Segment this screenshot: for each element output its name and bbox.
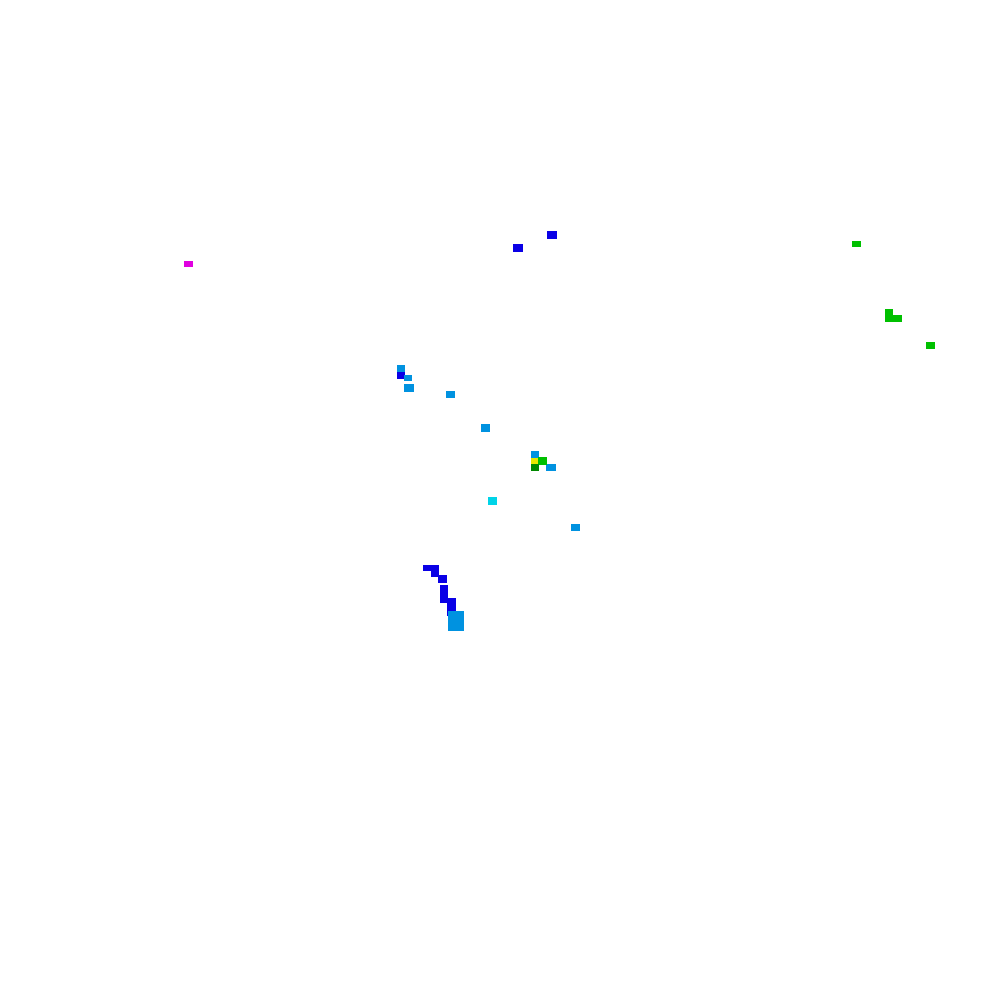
green-cell bbox=[852, 241, 861, 247]
dark-green-cell bbox=[531, 464, 539, 471]
blue-cell bbox=[440, 593, 448, 603]
blue-cell bbox=[547, 231, 557, 239]
green-cell bbox=[885, 309, 893, 317]
green-cell bbox=[538, 457, 547, 465]
blue-cell bbox=[397, 371, 405, 379]
blue-cell bbox=[440, 585, 448, 594]
blue-cell bbox=[438, 575, 447, 583]
sky-cell bbox=[571, 524, 580, 531]
blue-cell bbox=[513, 244, 523, 252]
sky-cell bbox=[446, 391, 455, 398]
magenta-cell bbox=[184, 261, 193, 267]
sky-cell bbox=[448, 611, 464, 631]
cyan-cell bbox=[488, 497, 497, 505]
green-cell bbox=[885, 315, 902, 322]
colored-cells-layer bbox=[184, 231, 935, 631]
yellow-cell bbox=[531, 458, 538, 464]
blue-cell bbox=[447, 598, 456, 607]
sky-cell bbox=[531, 451, 539, 459]
sky-cell bbox=[404, 384, 414, 392]
green-cell bbox=[926, 342, 935, 349]
blue-cell bbox=[431, 570, 439, 577]
sky-cell bbox=[397, 365, 405, 372]
sky-cell bbox=[481, 424, 490, 432]
sky-cell bbox=[546, 464, 556, 471]
blue-cell bbox=[423, 565, 439, 571]
sky-cell bbox=[404, 375, 412, 381]
